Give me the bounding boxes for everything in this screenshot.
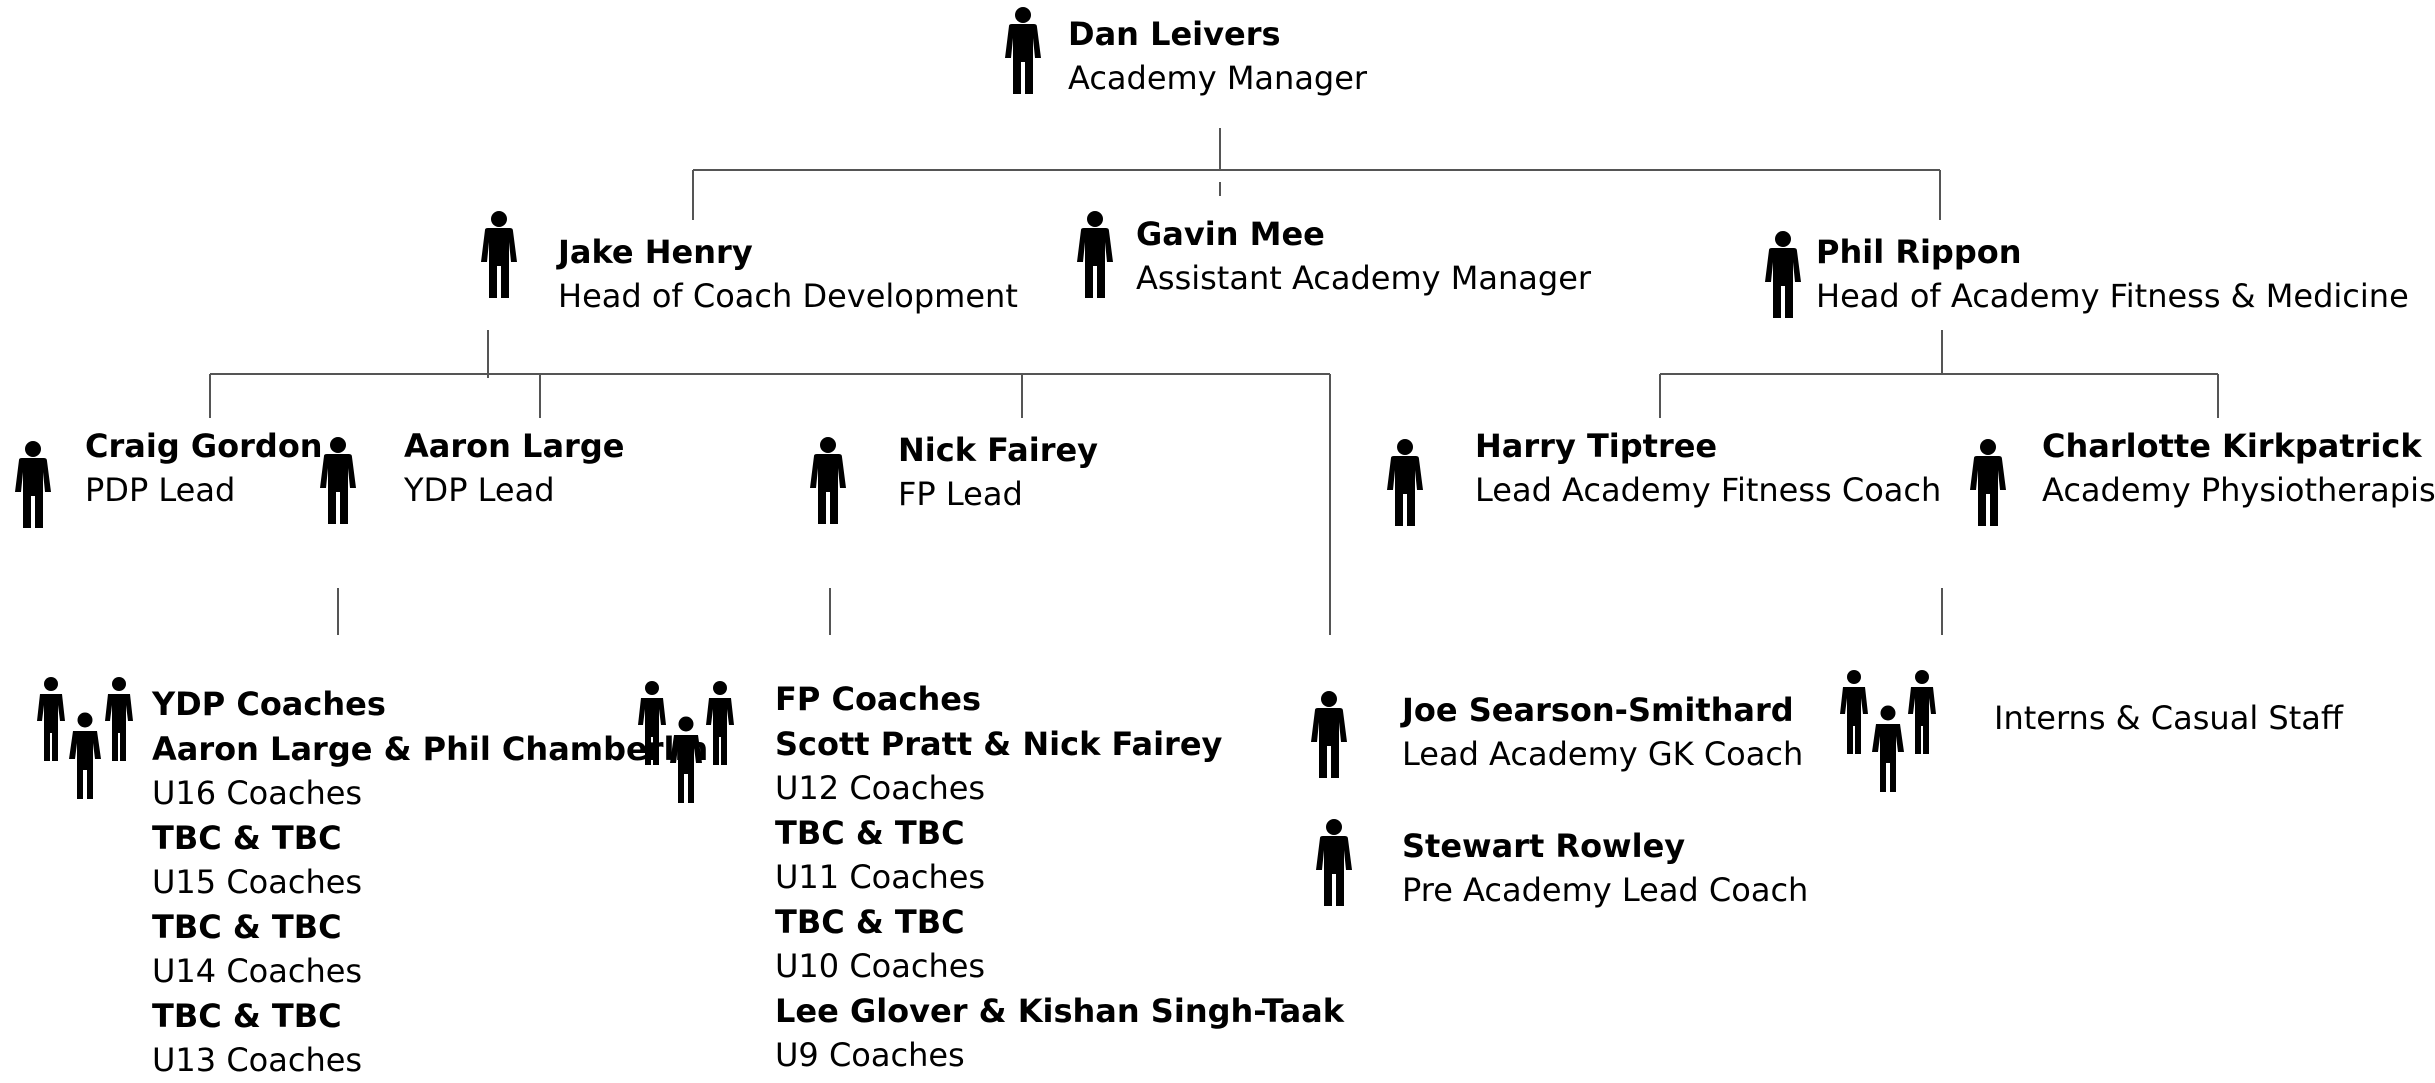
node-name: Harry Tiptree: [1475, 427, 1718, 465]
group-line: Lee Glover & Kishan Singh-Taak: [775, 991, 1345, 1030]
person-icon: [1385, 438, 1425, 528]
group-title: FP Coaches: [775, 680, 982, 718]
group-line: TBC & TBC: [775, 813, 965, 852]
group-line: U12 Coaches: [775, 769, 986, 807]
person-icon: [1314, 818, 1354, 908]
node-role: Academy Physiotherapist: [2042, 471, 2435, 509]
group-line: U10 Coaches: [775, 947, 986, 985]
group-line: Scott Pratt & Nick Fairey: [775, 724, 1223, 763]
node-role: Lead Academy Fitness Coach: [1475, 471, 1942, 509]
node-name: Jake Henry: [558, 233, 753, 271]
node-role: Assistant Academy Manager: [1136, 259, 1592, 297]
group-icon: [1840, 668, 1936, 792]
node-name: Phil Rippon: [1816, 233, 2022, 271]
node-name: Joe Searson-Smithard: [1402, 691, 1794, 729]
group-line: TBC & TBC: [152, 818, 342, 857]
person-icon: [318, 436, 358, 526]
group-icon: [638, 679, 734, 803]
group-line: Aaron Large & Phil Chamberlin: [152, 729, 709, 768]
node-role: YDP Lead: [404, 471, 555, 509]
node-name: Charlotte Kirkpatrick: [2042, 427, 2422, 465]
person-icon: [1763, 230, 1803, 320]
person-icon: [1075, 210, 1115, 300]
person-icon: [13, 440, 53, 530]
node-name: Stewart Rowley: [1402, 827, 1686, 865]
group-line: U9 Coaches: [775, 1036, 965, 1074]
person-icon: [808, 436, 848, 526]
group-line: U11 Coaches: [775, 858, 986, 896]
group-line: U15 Coaches: [152, 863, 363, 901]
person-icon: [1003, 6, 1043, 96]
person-icon: [1309, 690, 1349, 780]
group-label: Interns & Casual Staff: [1994, 699, 2343, 737]
node-name: Dan Leivers: [1068, 15, 1281, 53]
group-icon: [37, 675, 133, 799]
node-role: Pre Academy Lead Coach: [1402, 871, 1809, 909]
node-name: Gavin Mee: [1136, 215, 1325, 253]
group-line: U13 Coaches: [152, 1041, 363, 1079]
group-line: TBC & TBC: [152, 907, 342, 946]
group-line: TBC & TBC: [775, 902, 965, 941]
node-name: Nick Fairey: [898, 431, 1099, 469]
node-role: FP Lead: [898, 475, 1023, 513]
node-role: PDP Lead: [85, 471, 236, 509]
group-line: TBC & TBC: [152, 996, 342, 1035]
node-role: Head of Coach Development: [558, 277, 1018, 315]
person-icon: [1968, 438, 2008, 528]
node-role: Academy Manager: [1068, 59, 1368, 97]
group-line: U14 Coaches: [152, 952, 363, 990]
group-title: YDP Coaches: [152, 685, 386, 723]
node-role: Head of Academy Fitness & Medicine: [1816, 277, 2409, 315]
person-icon: [479, 210, 519, 300]
node-name: Aaron Large: [404, 427, 625, 465]
node-role: Lead Academy GK Coach: [1402, 735, 1804, 773]
node-name: Craig Gordon: [85, 427, 323, 465]
group-line: U16 Coaches: [152, 774, 363, 812]
